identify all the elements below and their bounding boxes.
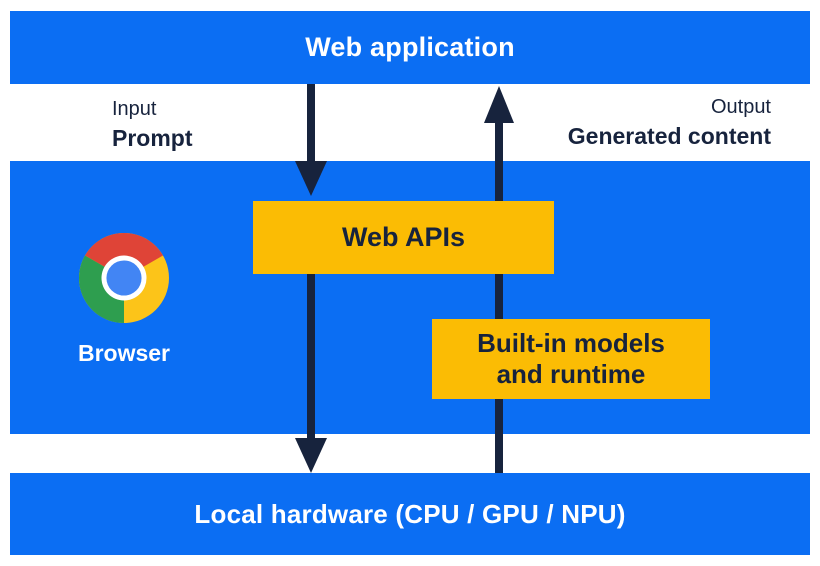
local-hardware-bar: Local hardware (CPU / GPU / NPU) (10, 473, 810, 555)
web-apis-label: Web APIs (341, 222, 466, 252)
output-up-arrowhead (484, 86, 514, 123)
builtin-models-box: Built-in models and runtime (432, 319, 710, 399)
generated-content-label: Generated content (567, 123, 771, 149)
chrome-logo-icon (79, 233, 169, 323)
input-label-block: Input Prompt (112, 98, 193, 151)
builtin-models-label-line1: Built-in models (477, 328, 665, 359)
web-application-bar: Web application (10, 11, 810, 84)
prompt-down-arrowhead-mid (295, 161, 327, 196)
builtin-models-label-line2: and runtime (496, 359, 646, 389)
web-apis-box: Web APIs (253, 201, 554, 274)
output-title: Output (710, 96, 771, 118)
local-hardware-label: Local hardware (CPU / GPU / NPU) (194, 498, 626, 529)
prompt-down-arrowhead-bottom (295, 438, 327, 473)
prompt-down-arrow-line-top (307, 84, 315, 164)
output-label-block: Output Generated content (568, 96, 771, 149)
output-up-arrow-line (495, 121, 503, 473)
input-title: Input (112, 98, 157, 120)
prompt-down-arrow-line-bottom (307, 274, 315, 440)
web-application-label: Web application (305, 32, 515, 62)
input-prompt-label: Prompt (112, 125, 193, 151)
browser-label: Browser (77, 340, 171, 366)
